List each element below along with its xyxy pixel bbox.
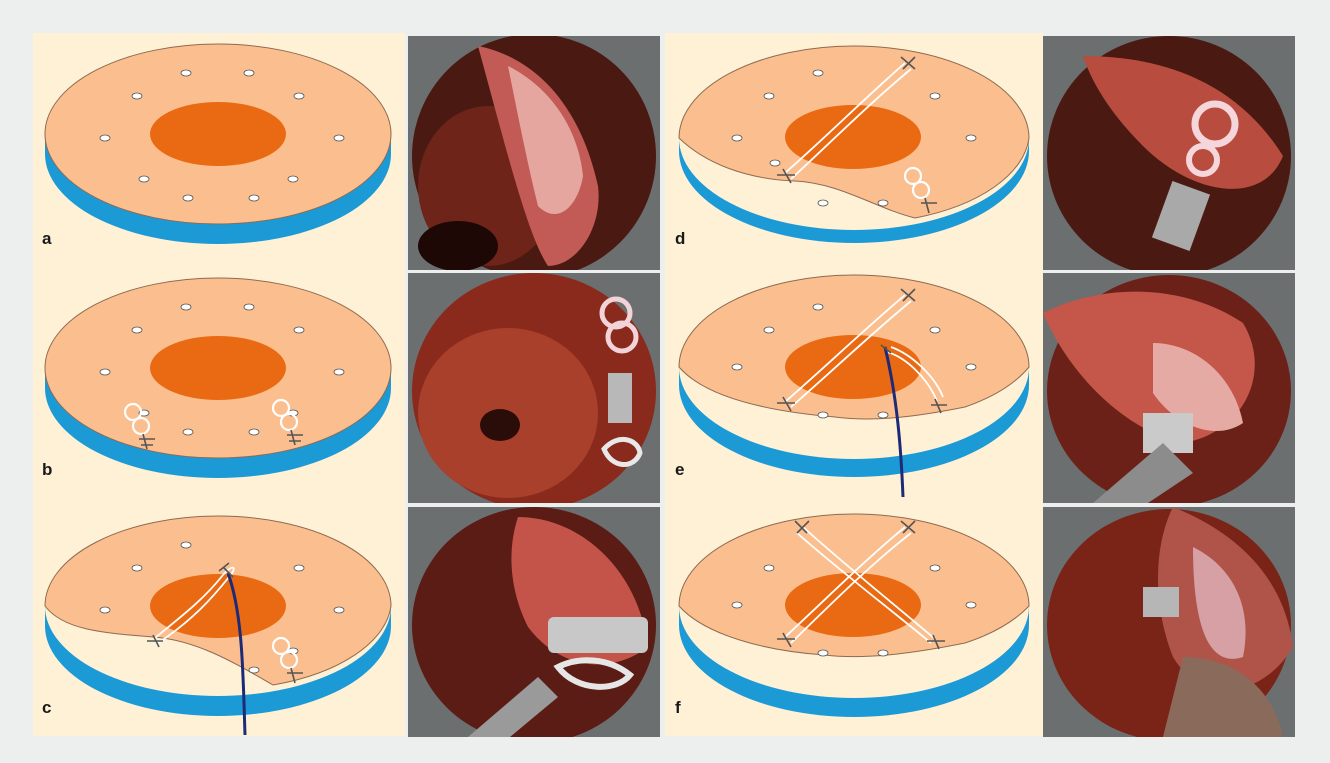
endoscopic-photo-c bbox=[408, 507, 660, 737]
panel-label-b: b bbox=[42, 460, 52, 480]
panel-label-f: f bbox=[675, 698, 681, 718]
panel-label-a: a bbox=[42, 229, 51, 249]
endoscopic-photo-b bbox=[408, 273, 660, 503]
endoscopic-photo-d bbox=[1043, 36, 1295, 270]
panel-label-c: c bbox=[42, 698, 51, 718]
diagram-e bbox=[665, 267, 1043, 497]
panel-label-d: d bbox=[675, 229, 685, 249]
panel-label-e: e bbox=[675, 460, 684, 480]
endoscopic-photo-f bbox=[1043, 507, 1295, 737]
diagram-d bbox=[665, 33, 1043, 263]
diagram-a bbox=[33, 33, 405, 263]
endoscopic-photo-e bbox=[1043, 273, 1295, 503]
endoscopic-photo-a bbox=[408, 36, 660, 270]
diagram-b bbox=[33, 267, 405, 497]
diagram-f bbox=[665, 505, 1043, 735]
diagram-c bbox=[33, 505, 405, 735]
